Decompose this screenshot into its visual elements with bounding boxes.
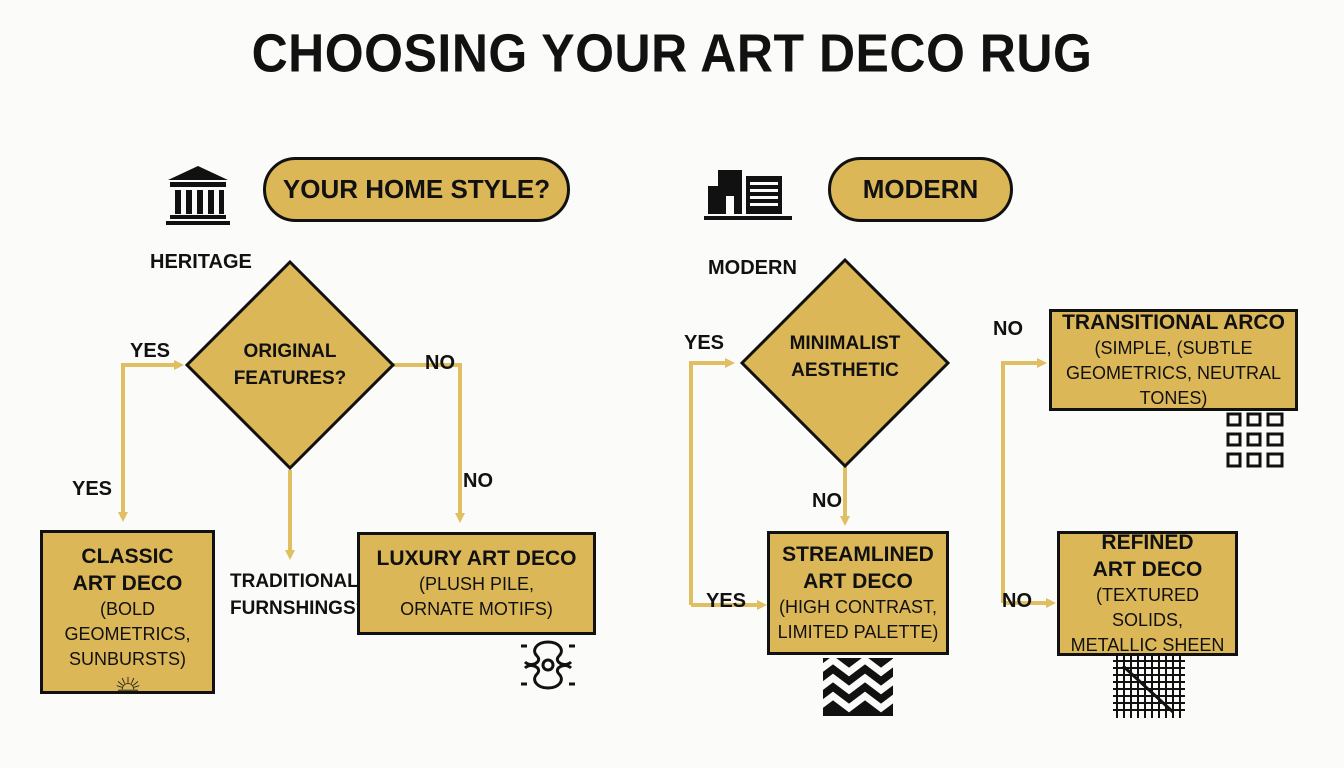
edge-label-no-top-right: NO [993,318,1023,340]
arrow-right-yes [689,358,735,605]
decision-diamond-original-features [184,259,396,471]
luxury-title: LUXURY ART DECO [376,547,577,570]
streamlined-title-line-1: STREAMLINED [782,543,934,566]
decision-diamond-minimalist [739,257,951,469]
result-luxury-art-deco: LUXURY ART DECO (PLUSH PILE, ORNATE MOTI… [357,532,596,635]
result-classic-art-deco: CLASSIC ART DECO (BOLD GEOMETRICS, SUNBU… [40,530,215,694]
result-transitional-arco: TRANSITIONAL ARCO (SIMPLE, (SUBTLE GEOME… [1049,309,1298,411]
transitional-title: TRANSITIONAL ARCO [1062,311,1285,334]
classic-title-line-2: ART DECO [72,572,183,595]
edge-label-no-bottom-right: NO [1002,590,1032,612]
streamlined-title-line-2: ART DECO [803,570,913,593]
refined-desc-line-2: METALLIC SHEEN [1070,635,1225,655]
streamlined-desc-line-1: (HIGH CONTRAST, [778,597,937,617]
transitional-desc-line-1: (SIMPLE, (SUBTLE [1094,338,1253,358]
crosshatch-pattern-icon [1113,656,1185,718]
zigzag-pattern-icon [823,658,893,716]
refined-title-line-1: REFINED [1101,531,1194,554]
classical-building-icon [166,166,230,225]
arrow-left-yes-top [121,360,184,510]
branch-label-heritage: HERITAGE [150,251,252,273]
edge-label-yes-bottom-right: YES [706,590,747,612]
start-node-modern-label: MODERN [862,174,979,204]
edge-label-no-down-right: NO [812,490,842,512]
decision-minimalist-text: MINIMALIST AESTHETIC [789,333,901,381]
result-streamlined-art-deco: STREAMLINED ART DECO (HIGH CONTRAST, LIM… [767,531,949,655]
modern-building-icon [704,170,792,220]
sunburst-icon [116,676,139,691]
classic-desc-line-2: SUNBURSTS) [68,649,186,669]
arrow-left-no [393,363,465,523]
classic-desc-line-1: (BOLD GEOMETRICS, [64,599,191,644]
edge-label-yes-down-left: YES [72,478,113,500]
branch-label-modern: MODERN [708,257,797,279]
classic-title-line-1: CLASSIC [81,545,174,568]
start-node-home-style-label: YOUR HOME STYLE? [282,174,551,204]
luxury-desc-line-1: (PLUSH PILE, [418,574,535,594]
ornate-motif-icon [521,640,575,690]
streamlined-desc-line-2: LIMITED PALETTE) [777,622,939,642]
result-refined-art-deco: REFINED ART DECO (TEXTURED SOLIDS, METAL… [1057,531,1238,656]
edge-label-yes-top-right: YES [684,332,725,354]
arrow-right-no-top [1001,358,1047,603]
page-title: CHOOSING YOUR ART DECO RUG [251,22,1093,84]
start-node-modern: MODERN [828,157,1013,222]
grid-pattern-icon [1226,412,1284,468]
refined-title-line-2: ART DECO [1092,558,1203,581]
question-traditional-furnishings: TRADITIONAL FURNSHINGS? [230,571,368,619]
start-node-home-style: YOUR HOME STYLE? [263,157,570,222]
refined-desc-line-1: (TEXTURED SOLIDS, [1096,585,1199,630]
transitional-desc-line-2: GEOMETRICS, NEUTRAL TONES) [1065,363,1282,408]
decision-original-features-text: ORIGINAL FEATURES? [233,341,347,389]
edge-label-yes-top-left: YES [130,340,171,362]
edge-label-no-down-left: NO [463,470,493,492]
luxury-desc-line-2: ORNATE MOTIFS) [400,599,553,619]
edge-label-no-top-left: NO [425,352,455,374]
